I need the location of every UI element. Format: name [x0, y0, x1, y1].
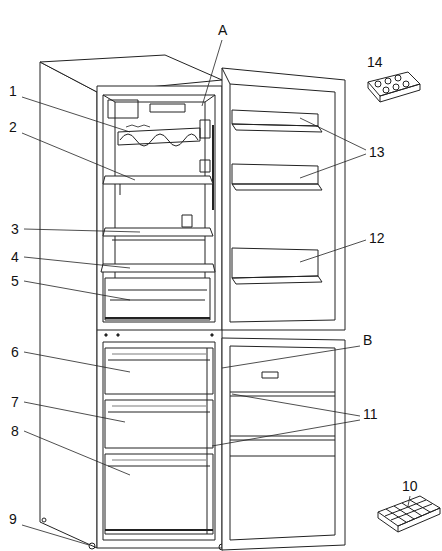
shelf [103, 228, 213, 236]
control [200, 120, 210, 138]
callout-number: 5 [11, 273, 19, 289]
ice-tray [378, 496, 440, 532]
foot [89, 543, 95, 549]
divider [97, 330, 222, 331]
light-box [108, 100, 138, 118]
freezer-drawers [105, 348, 213, 534]
callout-number: 9 [9, 511, 17, 527]
door-liner [230, 346, 335, 540]
crisper-drawer [105, 278, 210, 320]
callout-number: 13 [369, 144, 385, 160]
callout-number: 12 [369, 230, 385, 246]
callout-number: 11 [363, 406, 378, 422]
wine-rack [118, 128, 200, 145]
door-bin [232, 110, 322, 284]
freezer-opening [103, 342, 215, 540]
back-wall [103, 95, 215, 102]
door-liner [230, 84, 335, 322]
logo-plate [262, 372, 278, 378]
freezer-door [222, 338, 345, 550]
cabinet-front [97, 86, 222, 548]
fridge-door [222, 68, 345, 330]
vent [150, 104, 185, 112]
callout-number: 2 [9, 119, 17, 135]
foot [42, 518, 46, 522]
callout-letter: A [218, 22, 227, 38]
leader-lines [22, 40, 410, 545]
egg-tray [368, 72, 420, 102]
glass-shelf [101, 264, 215, 272]
cabinet-side [40, 62, 97, 548]
callout-number: 8 [11, 423, 19, 439]
shelf [103, 176, 213, 184]
callout-number: 6 [11, 344, 19, 360]
callout-number: 4 [11, 249, 19, 265]
callout-number: 7 [11, 394, 19, 410]
callout-number: 1 [9, 83, 17, 99]
wine-rack-wave [120, 134, 198, 146]
callout-number: 10 [402, 478, 418, 494]
callout-letter: B [363, 332, 372, 348]
callout-number: 14 [367, 54, 383, 70]
callout-number: 3 [11, 221, 19, 237]
